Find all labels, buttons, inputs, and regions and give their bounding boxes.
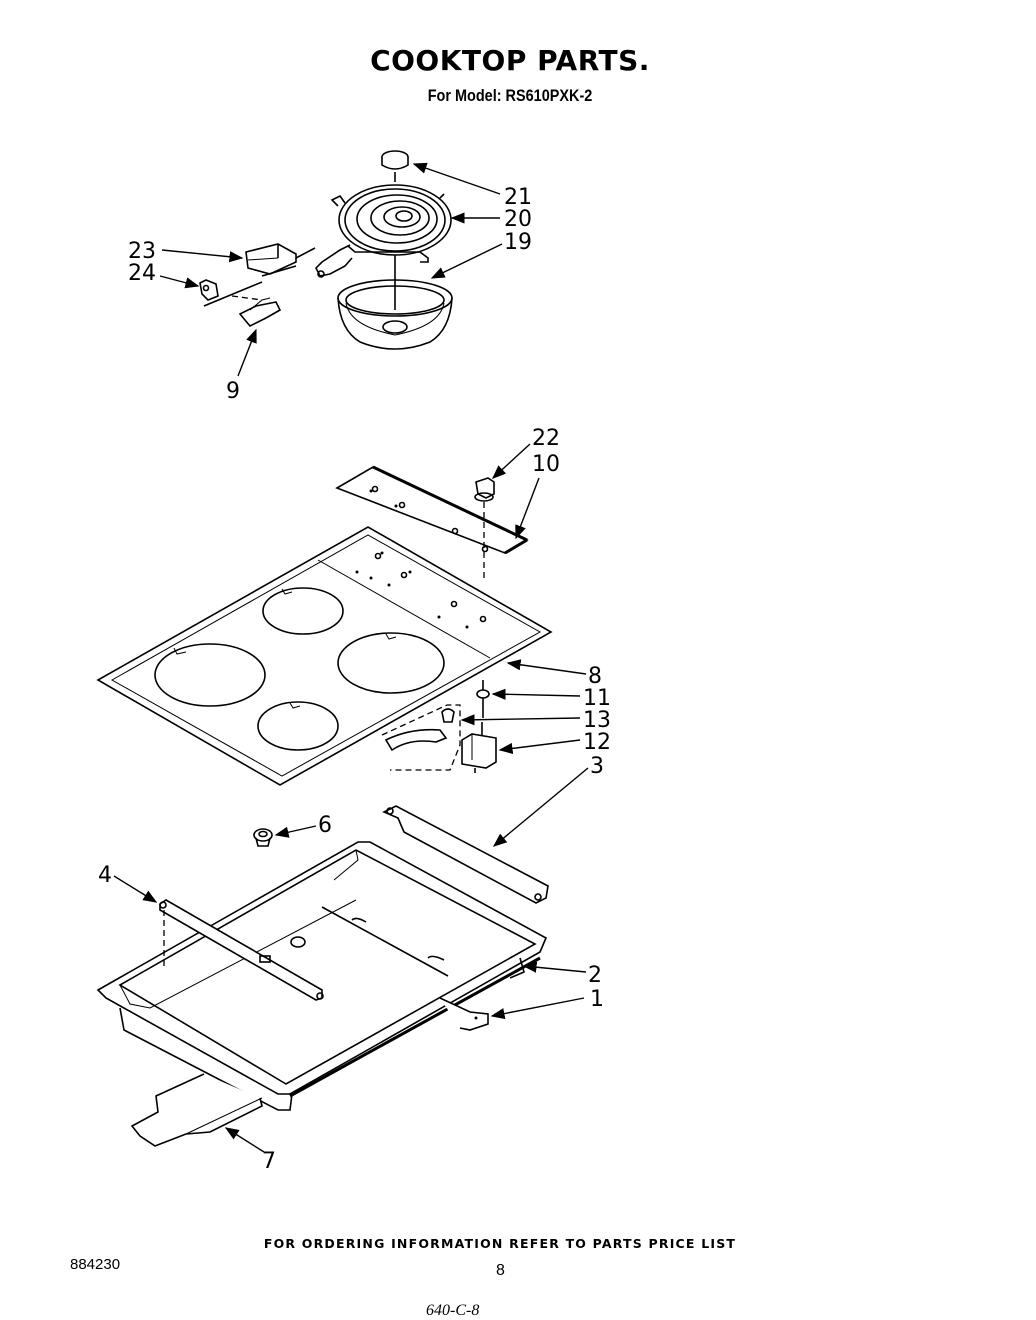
- leader-10: [515, 477, 540, 540]
- control-panel-overlay-drawing: [335, 465, 529, 555]
- callout-4: 4: [98, 863, 112, 888]
- control-knob-drawing: [474, 477, 495, 580]
- callout-2: 2: [588, 963, 602, 988]
- ordering-note: FOR ORDERING INFORMATION REFER TO PARTS …: [263, 1236, 737, 1251]
- cooktop-drawing: [96, 526, 553, 786]
- model-subtitle: For Model: RS610PXK-2: [427, 86, 593, 105]
- document-number: 884230: [70, 1256, 121, 1273]
- leader-21: [412, 162, 501, 195]
- callout-1: 1: [590, 987, 604, 1012]
- washer-drawing: [476, 680, 490, 718]
- terminal-block-drawing: [231, 295, 282, 327]
- leader-19: [430, 243, 503, 279]
- leader-24: [159, 275, 200, 289]
- page-number: 8: [496, 1262, 505, 1279]
- callout-12: 12: [583, 730, 611, 755]
- surface-element-drawing: [315, 184, 452, 310]
- callout-21: 21: [504, 185, 532, 210]
- callout-24: 24: [128, 261, 156, 286]
- leader-8: [506, 659, 587, 675]
- leader-11: [491, 688, 581, 700]
- callout-11: 11: [583, 686, 611, 711]
- callout-19: 19: [504, 230, 532, 255]
- callout-23: 23: [128, 239, 156, 264]
- receptacle-drawing: [199, 279, 263, 307]
- leader-7: [224, 1127, 265, 1153]
- callout-22: 22: [532, 426, 560, 451]
- page-title: COOKTOP PARTS.: [370, 44, 650, 77]
- callout-7: 7: [262, 1149, 276, 1174]
- bushing-drawing: [253, 828, 273, 847]
- callout-8: 8: [588, 664, 602, 689]
- callout-10: 10: [532, 452, 560, 477]
- receptacle-bracket-drawing: [245, 243, 316, 277]
- callout-20: 20: [504, 207, 532, 232]
- leader-23: [161, 249, 244, 263]
- front-bracket-drawing: [130, 1073, 263, 1147]
- indicator-light-drawing: [381, 704, 461, 771]
- burner-box-drawing: [96, 841, 548, 1111]
- rear-bracket-drawing: [382, 805, 549, 904]
- leader-13: [460, 714, 581, 726]
- leader-4: [113, 875, 158, 903]
- callout-9: 9: [226, 379, 240, 404]
- mounting-bracket-drawing: [439, 997, 489, 1031]
- leader-1: [490, 997, 585, 1020]
- leader-3: [492, 767, 589, 847]
- leader-2: [522, 961, 587, 973]
- leader-9: [237, 328, 257, 377]
- element-cap-drawing: [381, 150, 409, 182]
- callout-13: 13: [583, 708, 611, 733]
- handwritten-note: 640-C-8: [426, 1302, 480, 1319]
- infinite-switch-drawing: [461, 722, 497, 773]
- drip-bowl-drawing: [337, 279, 453, 350]
- callout-6: 6: [318, 813, 332, 838]
- leader-6: [274, 825, 317, 838]
- leader-22: [491, 443, 531, 479]
- support-bar-drawing: [159, 899, 324, 1001]
- callout-3: 3: [590, 754, 604, 779]
- leader-12: [498, 739, 581, 754]
